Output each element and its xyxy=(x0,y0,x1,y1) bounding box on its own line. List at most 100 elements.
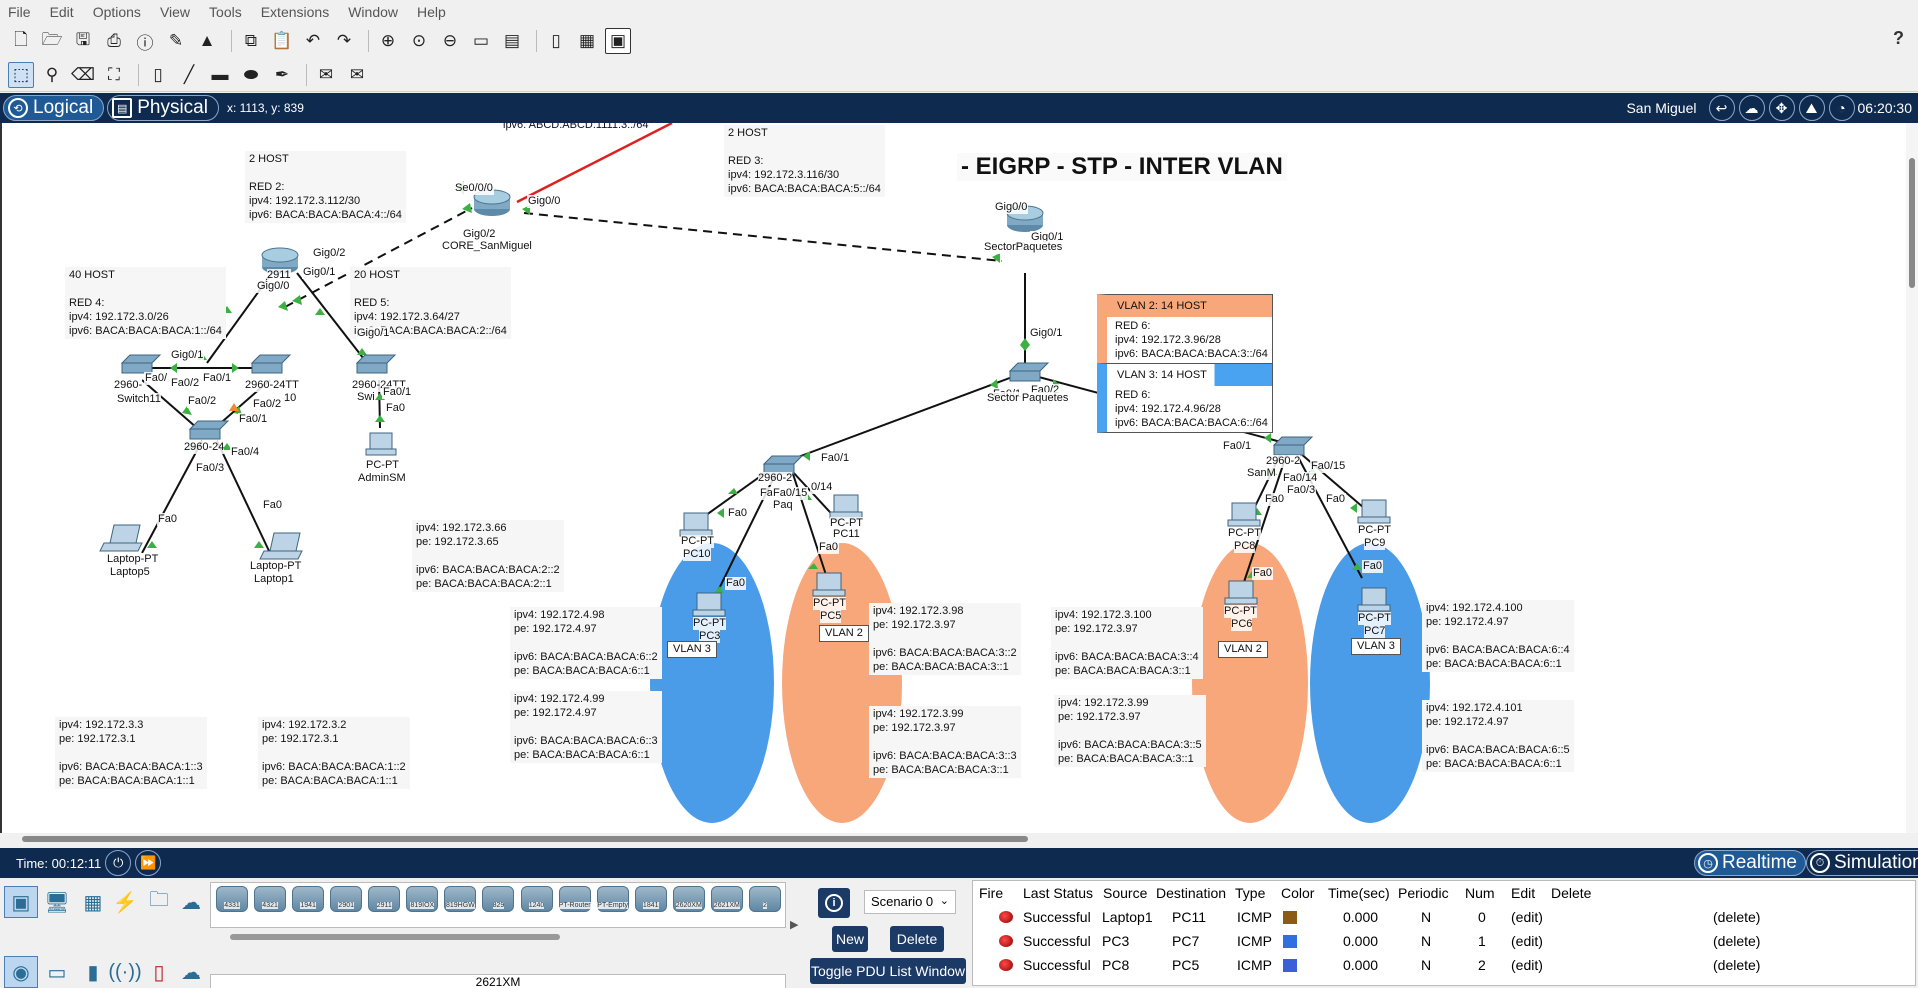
switch11-label[interactable]: Switch11 xyxy=(117,393,161,406)
new-cluster-icon[interactable]: ☁ xyxy=(1738,95,1765,121)
model-item[interactable]: 2621XM xyxy=(709,883,745,927)
hubs-icon[interactable]: ▮ xyxy=(87,961,99,984)
model-strip-scroll-thumb[interactable] xyxy=(230,934,560,940)
pc3-label[interactable]: PC3 xyxy=(699,630,721,643)
tab-realtime[interactable]: ◷ Realtime xyxy=(1694,850,1806,876)
draw-rectangle-icon[interactable]: ▬ xyxy=(211,64,229,84)
pdu-view-icon[interactable]: ▣ xyxy=(605,28,631,54)
components-icon[interactable]: ▦ xyxy=(83,891,103,914)
select-icon[interactable]: ⬚ xyxy=(8,61,34,88)
info-icon[interactable]: ⓘ xyxy=(136,33,154,53)
adminsm-label[interactable]: AdminSM xyxy=(358,472,406,485)
note-pc11[interactable]: ipv4: 192.172.3.98 pe: 192.172.3.97 ipv6… xyxy=(869,603,1021,675)
horizontal-scroll-thumb[interactable] xyxy=(22,836,1028,842)
scenario-info-button[interactable]: i xyxy=(818,888,850,918)
model-item[interactable]: 2911 xyxy=(366,883,402,927)
drawing-palette-icon[interactable]: ▭ xyxy=(472,31,490,50)
fire-icon[interactable] xyxy=(999,911,1013,923)
freeform-icon[interactable]: ✒ xyxy=(274,64,290,84)
zoom-reset-icon[interactable]: ⊙ xyxy=(411,31,427,50)
pc6-label[interactable]: PC6 xyxy=(1231,618,1253,631)
note-laptop1[interactable]: ipv4: 192.172.3.2 pe: 192.172.3.1 ipv6: … xyxy=(258,717,410,789)
wan-emulation-icon[interactable]: ☁ xyxy=(181,961,201,984)
pc11-label[interactable]: PC11 xyxy=(833,528,860,541)
fast-forward-icon[interactable]: ⏩ xyxy=(135,850,162,876)
power-cycle-icon[interactable]: ⏻ xyxy=(105,850,132,876)
note-pc6[interactable]: ipv4: 192.172.3.99 pe: 192.172.3.97 ipv6… xyxy=(1054,695,1206,767)
left-switch-label[interactable]: Paq xyxy=(773,499,793,512)
miscellaneous-icon[interactable]: 🗀 xyxy=(149,889,169,911)
help-icon[interactable]: ? xyxy=(1893,28,1904,48)
note-red4[interactable]: 40 HOST RED 4: ipv4: 192.172.3.0/26 ipv6… xyxy=(65,267,226,339)
multiuser-icon[interactable]: ☁ xyxy=(181,891,201,914)
menu-options[interactable]: Options xyxy=(92,4,141,20)
toggle-pdu-list-button[interactable]: Toggle PDU List Window xyxy=(810,958,966,984)
note-pc10[interactable]: ipv4: 192.172.4.98 pe: 192.172.4.97 ipv6… xyxy=(510,607,662,679)
model-item[interactable]: 2620XM xyxy=(671,883,707,927)
model-item[interactable]: 4331 xyxy=(214,883,250,927)
fire-icon[interactable] xyxy=(999,959,1013,971)
notes-icon[interactable]: ▯ xyxy=(551,31,561,50)
menu-view[interactable]: View xyxy=(159,4,191,20)
draw-ellipse-icon[interactable]: ⬬ xyxy=(243,64,259,84)
note-adminsm[interactable]: ipv4: 192.172.3.66 pe: 192.172.3.65 ipv6… xyxy=(412,520,564,592)
new-file-icon[interactable]: 🗋 xyxy=(14,29,28,49)
redo-icon[interactable]: ↷ xyxy=(336,31,352,50)
simple-pdu-icon[interactable]: ✉ xyxy=(318,64,334,84)
note-pc9[interactable]: ipv4: 192.172.4.100 pe: 192.172.4.97 ipv… xyxy=(1422,600,1574,672)
paste-icon[interactable]: 📋 xyxy=(271,31,293,50)
note-laptop5[interactable]: ipv4: 192.172.3.3 pe: 192.172.3.1 ipv6: … xyxy=(55,717,207,789)
pdu-cell-delete[interactable]: (delete) xyxy=(1713,933,1761,949)
sector-switch-label[interactable]: Sector Paquetes xyxy=(987,392,1069,405)
tab-simulation[interactable]: ⏱ Simulation xyxy=(1806,850,1918,876)
delete-icon[interactable]: ⌫ xyxy=(70,64,96,84)
open-folder-icon[interactable]: 🗁 xyxy=(41,29,63,49)
new-scenario-button[interactable]: New xyxy=(832,926,868,952)
inspect-icon[interactable]: ⚲ xyxy=(45,64,59,84)
cluster-icon[interactable]: ▦ xyxy=(578,31,596,50)
menu-edit[interactable]: Edit xyxy=(49,4,74,20)
zoom-out-icon[interactable]: ⊖ xyxy=(442,31,458,50)
note-red2[interactable]: 2 HOST RED 2: ipv4: 192.172.3.112/30 ipv… xyxy=(245,151,406,223)
menu-help[interactable]: Help xyxy=(417,4,446,20)
viewport-icon[interactable]: ◔ xyxy=(1828,95,1855,121)
pdu-cell-edit[interactable]: (edit) xyxy=(1511,957,1543,973)
pc10-label[interactable]: PC10 xyxy=(683,548,711,561)
back-icon[interactable]: ↩ xyxy=(1708,95,1735,121)
sector-router-label[interactable]: SectorPaquetes xyxy=(984,241,1063,254)
pdu-cell-delete[interactable]: (delete) xyxy=(1713,957,1761,973)
switches-icon[interactable]: ▭ xyxy=(47,961,67,984)
model-item[interactable]: 829 xyxy=(480,883,516,927)
connections-icon[interactable]: ⚡ xyxy=(112,891,138,914)
note-pc3[interactable]: ipv4: 192.172.4.99 pe: 192.172.4.97 ipv6… xyxy=(510,691,662,763)
pc9-label[interactable]: PC9 xyxy=(1364,537,1386,550)
pc8-label[interactable]: PC8 xyxy=(1234,540,1256,553)
resize-icon[interactable]: ⛶ xyxy=(108,64,120,84)
wireless-devices-icon[interactable]: ((·)) xyxy=(108,960,142,983)
custom-device-icon[interactable]: ▤ xyxy=(503,31,521,50)
copy-icon[interactable]: ⧉ xyxy=(244,31,258,50)
zoom-in-icon[interactable]: ⊕ xyxy=(380,31,396,50)
core-router-label[interactable]: CORE_SanMiguel xyxy=(442,240,532,253)
tab-logical[interactable]: ⟲ Logical xyxy=(3,95,105,121)
routers-icon[interactable]: ◉ xyxy=(4,956,38,988)
logical-workspace[interactable]: ipv6: ABCD:ABCD:1111:3::/64 - EIGRP - ST… xyxy=(0,123,1918,845)
model-strip-scrollbar[interactable] xyxy=(210,932,786,942)
laptop5-label[interactable]: Laptop5 xyxy=(110,566,150,579)
model-item[interactable]: 2 xyxy=(747,883,783,927)
pc5-label[interactable]: PC5 xyxy=(820,610,842,623)
print-icon[interactable]: ⎙ xyxy=(107,31,121,50)
place-note-icon[interactable]: ▯ xyxy=(153,64,163,84)
complex-pdu-icon[interactable]: ✉ xyxy=(349,64,365,84)
pdu-cell-edit[interactable]: (edit) xyxy=(1511,933,1543,949)
draw-line-icon[interactable]: ╱ xyxy=(183,64,195,84)
fire-icon[interactable] xyxy=(999,935,1013,947)
play-arrow-icon[interactable]: ▶ xyxy=(790,919,799,931)
delete-scenario-button[interactable]: Delete xyxy=(890,926,944,952)
undo-icon[interactable]: ↶ xyxy=(305,31,321,50)
workspace-vertical-scrollbar[interactable] xyxy=(1906,123,1918,833)
move-object-icon[interactable]: ✥ xyxy=(1768,95,1795,121)
